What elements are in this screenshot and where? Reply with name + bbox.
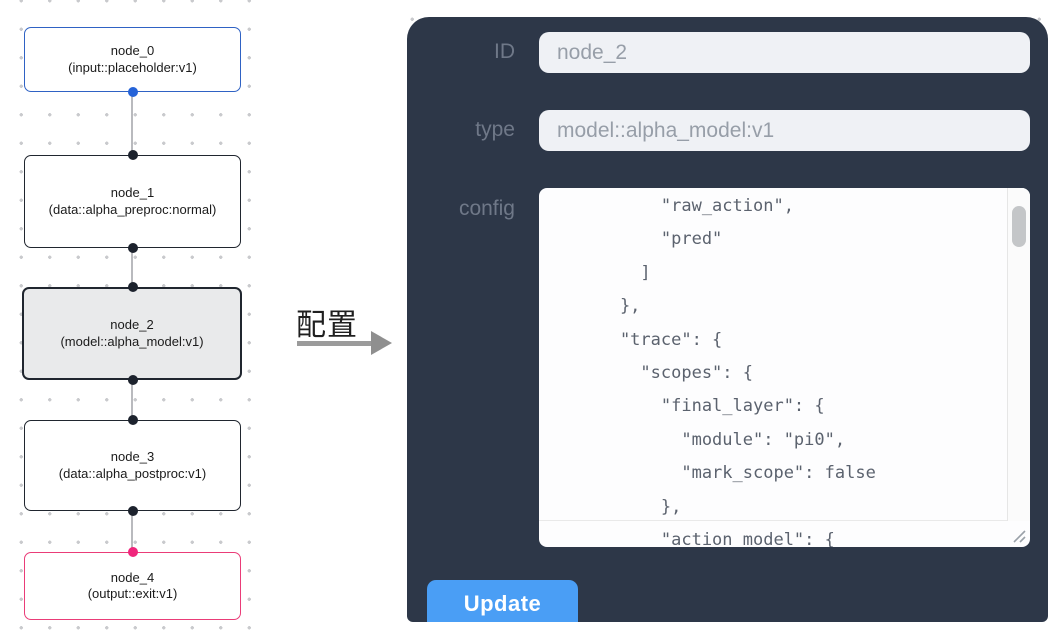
node-subtitle: (data::alpha_postproc:v1) — [58, 465, 207, 481]
port-node1-out[interactable] — [127, 243, 138, 253]
type-input[interactable] — [539, 110, 1030, 151]
node-title: node_4 — [110, 569, 155, 585]
node-subtitle: (data::alpha_preproc:normal) — [48, 201, 217, 217]
vertical-scrollbar[interactable] — [1007, 188, 1030, 521]
node-title: node_0 — [110, 43, 155, 58]
node-config-panel: ID type config "raw_action", "pred" ] },… — [407, 17, 1048, 622]
configure-annotation-label: 配置 — [296, 309, 358, 342]
resize-grip-icon[interactable] — [1009, 526, 1027, 544]
id-field-label: ID — [494, 40, 515, 63]
node-title: node_1 — [110, 185, 155, 200]
port-node2-out[interactable] — [127, 375, 138, 385]
config-json-text: "raw_action", "pred" ] }, "trace": { "sc… — [619, 196, 876, 547]
flow-node-0[interactable]: node_0 (input::placeholder:v1) — [24, 27, 241, 92]
port-node1-in[interactable] — [127, 150, 138, 160]
panel-canvas: ID type config "raw_action", "pred" ] },… — [393, 0, 1062, 643]
flow-canvas[interactable]: node_0 (input::placeholder:v1) node_1 (d… — [0, 0, 272, 643]
port-node3-in[interactable] — [127, 415, 138, 425]
port-node2-in[interactable] — [127, 282, 138, 292]
right-arrow-icon — [297, 341, 373, 346]
node-subtitle: (output::exit:v1) — [87, 586, 178, 601]
flow-node-3[interactable]: node_3 (data::alpha_postproc:v1) — [24, 420, 241, 511]
config-field-label: config — [458, 197, 515, 220]
node-title: node_3 — [110, 449, 155, 464]
type-field-label: type — [475, 118, 515, 141]
port-node0-out[interactable] — [127, 87, 138, 97]
flow-node-4[interactable]: node_4 (output::exit:v1) — [24, 552, 241, 620]
update-button[interactable]: Update — [427, 580, 578, 622]
node-title: node_2 — [110, 317, 154, 332]
config-textarea[interactable]: "raw_action", "pred" ] }, "trace": { "sc… — [539, 188, 1030, 547]
horizontal-scrollbar-track[interactable] — [539, 520, 1030, 521]
id-input[interactable] — [539, 32, 1030, 73]
node-subtitle: (model::alpha_model:v1) — [60, 333, 204, 349]
port-node3-out[interactable] — [127, 506, 138, 516]
node-subtitle: (input::placeholder:v1) — [68, 59, 197, 75]
flow-node-2-selected[interactable]: node_2 (model::alpha_model:v1) — [22, 287, 242, 380]
flow-node-1[interactable]: node_1 (data::alpha_preproc:normal) — [24, 155, 241, 248]
scrollbar-thumb[interactable] — [1012, 206, 1026, 247]
right-arrow-head-icon — [371, 331, 392, 355]
port-node4-in[interactable] — [127, 547, 138, 557]
